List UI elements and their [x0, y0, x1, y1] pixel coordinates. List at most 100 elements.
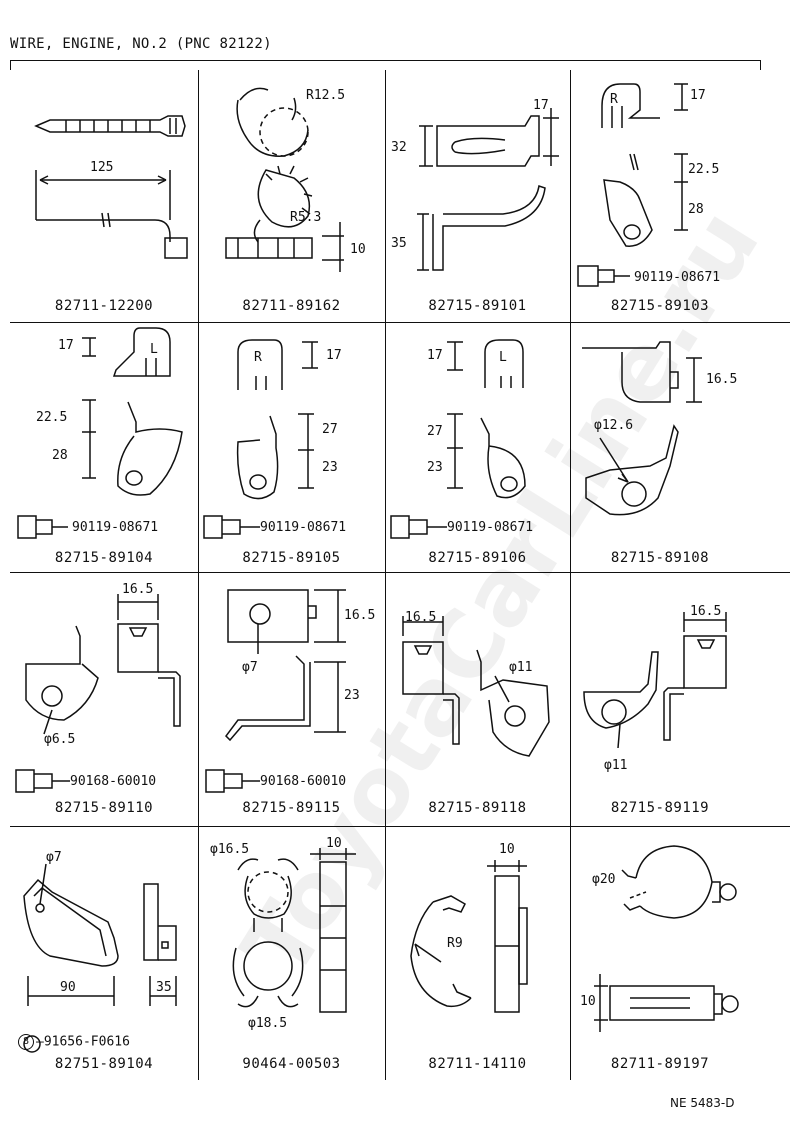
part-cell: 10 R9 82711-14110	[385, 826, 570, 1080]
dimension-label: φ11	[509, 660, 533, 675]
bracket-drawing	[15, 594, 181, 793]
dimension-label: L	[499, 350, 507, 365]
dimension-label: φ6.5	[44, 732, 76, 747]
part-number: 82715-89118	[428, 800, 527, 816]
part-cell: φ20 10 82711-89197	[570, 826, 790, 1080]
dimension-label: R9	[447, 936, 463, 951]
part-cell: L 17 22.5 28 90119-08671 82715-89104	[10, 322, 198, 572]
grid-line	[10, 322, 790, 323]
clamp-drawing	[410, 860, 528, 1013]
grid-line	[10, 826, 790, 827]
dimension-label: 28	[52, 448, 68, 463]
part-cell: R 17 22.5 28 90119-08671 82715-89103	[570, 70, 790, 322]
part-number: 82715-89108	[610, 550, 710, 566]
part-number: 82715-89115	[242, 800, 341, 816]
part-cell: R12.5 R5.3 10 82711-89162	[198, 70, 385, 322]
bracket-drawing	[205, 589, 346, 793]
dimension-label: R	[610, 92, 618, 107]
dimension-label: 90	[60, 980, 76, 995]
bracket-clip-drawing	[577, 83, 688, 287]
frame-top	[10, 60, 760, 61]
bracket-clip-drawing	[203, 339, 318, 539]
dimension-label: R5.3	[290, 210, 322, 225]
part-cell: 16.5 φ11 82715-89118	[385, 572, 570, 826]
bolt-number: 8—91656-F0616	[18, 1034, 130, 1050]
part-number: 82715-89106	[428, 550, 527, 566]
part-cell: φ7 90 35 8—91656-F0616 82751-89104	[10, 826, 198, 1080]
dimension-label: φ18.5	[248, 1016, 288, 1031]
dimension-label: 27	[322, 422, 338, 437]
dimension-label: 10	[499, 842, 515, 857]
grid-line	[570, 70, 571, 1080]
dimension-label: 17	[427, 348, 443, 363]
dimension-label: 16.5	[706, 372, 738, 387]
dimension-label: φ20	[592, 872, 616, 887]
dimension-label: φ11	[604, 758, 628, 773]
part-number: 82715-89103	[610, 298, 710, 314]
dimension-label: 17	[326, 348, 342, 363]
page-title: WIRE, ENGINE, NO.2 (PNC 82122)	[10, 36, 272, 52]
bolt-number: 90119-08671	[447, 520, 534, 535]
dimension-label: 23	[344, 688, 360, 703]
dimension-label: 27	[427, 424, 443, 439]
grid-line	[10, 572, 790, 573]
frame-left-tick	[10, 60, 11, 70]
dimension-label: 22.5	[688, 162, 720, 177]
bolt-number: 90168-60010	[70, 774, 157, 789]
dimension-label: 17	[533, 98, 549, 113]
grid-line	[385, 70, 386, 1080]
part-cell: 16.5 φ7 23 90168-60010 82715-89115	[198, 572, 385, 826]
dimension-label: R	[254, 350, 262, 365]
bolt-number-text: 91656-F0616	[43, 1034, 130, 1050]
dimension-label: R12.5	[306, 88, 346, 103]
dimension-label: 35	[156, 980, 172, 995]
part-number: 82711-14110	[428, 1056, 527, 1072]
bracket-clip-drawing	[390, 339, 526, 539]
dimension-label: 16.5	[122, 582, 154, 597]
part-number: 82711-89162	[242, 298, 341, 314]
dimension-label: 32	[391, 140, 407, 155]
part-number: 82715-89105	[242, 550, 341, 566]
dimension-label: 16.5	[690, 604, 722, 619]
dimension-label: 10	[326, 836, 342, 851]
bracket-drawing	[583, 612, 727, 749]
part-number: 82751-89104	[54, 1056, 154, 1072]
dimension-label: 17	[58, 338, 74, 353]
grid-line	[198, 70, 199, 1080]
part-number: 82715-89119	[610, 800, 710, 816]
part-cell: 16.5 φ11 82715-89119	[570, 572, 790, 826]
part-cell: φ16.5 10 φ18.5 90464-00503	[198, 826, 385, 1080]
dimension-label: 10	[580, 994, 596, 1009]
dimension-label: 35	[391, 236, 407, 251]
dimension-label: 16.5	[344, 608, 376, 623]
dimension-label: 23	[427, 460, 443, 475]
dimension-label: 23	[322, 460, 338, 475]
bolt-number: 90119-08671	[72, 520, 159, 535]
bracket-drawing	[402, 616, 550, 757]
part-number: 82715-89104	[54, 550, 154, 566]
bracket-drawing	[417, 108, 559, 271]
clamp-drawing	[594, 845, 739, 1032]
part-cell: 16.5 φ12.6 82715-89108	[570, 322, 790, 572]
part-number: 82715-89110	[54, 800, 154, 816]
dimension-label: L	[150, 342, 158, 357]
bolt-number: 90168-60010	[260, 774, 347, 789]
part-number: 82715-89101	[428, 298, 527, 314]
bolt-mark: 8	[18, 1034, 34, 1050]
cable-tie-drawing	[34, 115, 188, 259]
dimension-label: φ7	[46, 850, 62, 865]
part-number: 90464-00503	[242, 1056, 341, 1072]
bracket-drawing	[23, 863, 177, 1053]
bolt-number: 90119-08671	[260, 520, 347, 535]
bracket-clip-drawing	[17, 327, 183, 539]
part-cell: L 17 27 23 90119-08671 82715-89106	[385, 322, 570, 572]
part-cell: 16.5 φ6.5 90168-60010 82715-89110	[10, 572, 198, 826]
dimension-label: φ16.5	[210, 842, 250, 857]
frame-right-tick	[760, 60, 761, 70]
dimension-label: 22.5	[36, 410, 68, 425]
dimension-label: 28	[688, 202, 704, 217]
part-cell: R 17 27 23 90119-08671 82715-89105	[198, 322, 385, 572]
dimension-label: 10	[350, 242, 366, 257]
double-clamp-drawing	[225, 87, 344, 272]
part-cell: 125 82711-12200	[10, 70, 198, 322]
